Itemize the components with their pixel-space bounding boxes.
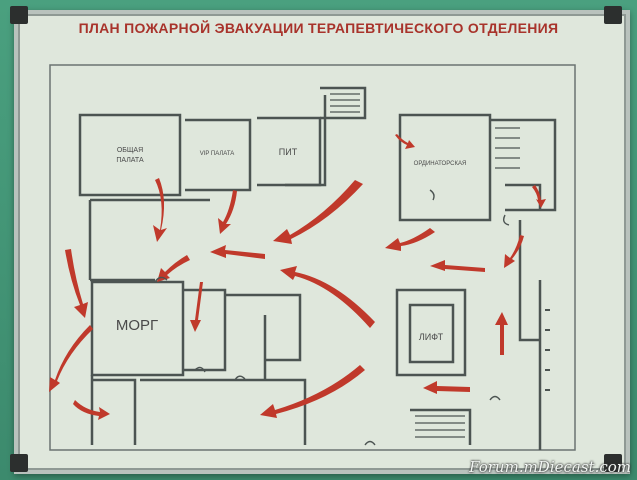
room-label-general-ward-1: ОБЩАЯ [117,147,143,154]
frame-corner-top-left [10,6,28,24]
floor-plan: ОБЩАЯ ПАЛАТА VIP ПАЛАТА ПИТ ОРДИНАТОРСКА… [49,64,576,451]
arrow-1 [153,178,167,242]
room-label-ordinator: ОРДИНАТОРСКАЯ [414,161,467,167]
room-label-morgue: МОРГ [116,317,158,334]
arrow-16 [504,235,524,268]
arrow-9 [65,249,88,318]
evacuation-arrows [49,134,546,420]
arrow-2 [218,190,237,234]
room-label-pit: ПИТ [279,147,298,157]
arrow-18 [532,185,546,208]
arrow-12 [260,365,365,418]
arrow-17 [395,134,415,149]
room-label-elevator: ЛИФТ [419,332,444,342]
frame-corner-bottom-left [10,454,28,472]
plan-title: ПЛАН ПОЖАРНОЙ ЭВАКУАЦИИ ТЕРАПЕВТИЧЕСКОГО… [78,20,559,36]
door-marks [154,189,510,446]
staircase-top [330,93,360,113]
room-label-vip-ward: VIP ПАЛАТА [200,151,235,157]
arrow-7 [430,260,485,272]
arrow-4 [210,245,265,259]
forum-watermark: Forum.mDiecast.com [469,458,631,476]
arrow-15 [495,312,508,355]
arrow-13 [73,400,110,420]
room-label-general-ward-2: ПАЛАТА [116,157,144,164]
arrow-6 [385,228,435,251]
staircase-right [495,127,520,169]
walls [49,64,576,451]
arrow-5 [157,255,190,282]
arrow-14 [423,381,470,394]
staircase-bottom [415,415,465,438]
frame-corner-bottom-right [604,454,622,472]
arrow-11 [190,282,203,332]
arrow-10 [49,325,93,392]
arrow-3 [273,180,363,244]
frame-corner-top-right [604,6,622,24]
right-corridor-markers [545,309,550,391]
arrow-8 [280,266,375,328]
